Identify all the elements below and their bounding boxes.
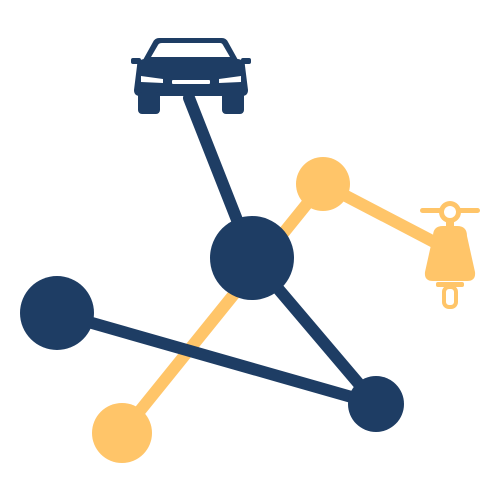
scooter-icon bbox=[420, 201, 480, 309]
edge-upper-gold-to-lower-gold bbox=[116, 178, 329, 439]
node-upper-gold bbox=[296, 157, 350, 211]
car-icon bbox=[131, 38, 251, 114]
node-left bbox=[20, 276, 94, 350]
edge-left-to-bottom-right bbox=[51, 307, 382, 410]
node-lower-gold bbox=[92, 403, 152, 463]
node-hub bbox=[210, 216, 294, 300]
node-bottom-right bbox=[348, 376, 404, 432]
